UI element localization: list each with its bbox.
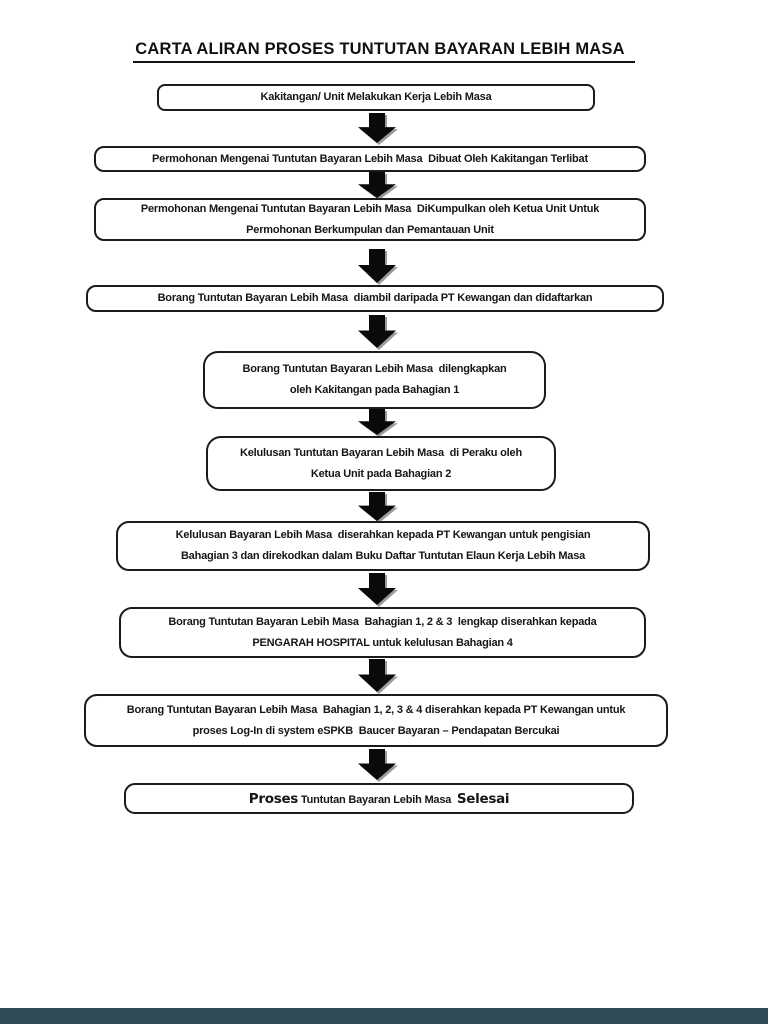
flow-step-4-text: Borang Tuntutan Bayaran Lebih Masa diamb…	[157, 292, 593, 304]
flow-step-10-text-tail: Selesai	[456, 790, 510, 807]
down-arrow-icon	[358, 492, 396, 521]
flow-step-2: Permohonan Mengenai Tuntutan Bayaran Leb…	[94, 146, 646, 172]
flow-step-8: Borang Tuntutan Bayaran Lebih Masa Bahag…	[119, 607, 646, 658]
flow-step-7-text-line1: Kelulusan Bayaran Lebih Masa diserahkan …	[175, 529, 591, 541]
flow-step-1: Kakitangan/ Unit Melakukan Kerja Lebih M…	[157, 84, 595, 111]
flow-step-8-text-line2: PENGARAH HOSPITAL untuk kelulusan Bahagi…	[252, 636, 513, 649]
flow-step-10-text-lead: Proses	[248, 790, 299, 807]
page-title-text: CARTA ALIRAN PROSES TUNTUTAN BAYARAN LEB…	[133, 40, 635, 63]
flow-step-6: Kelulusan Tuntutan Bayaran Lebih Masa di…	[206, 436, 556, 491]
flow-step-7: Kelulusan Bayaran Lebih Masa diserahkan …	[116, 521, 650, 571]
flow-step-10-text: Proses Tuntutan Bayaran Lebih Masa Seles…	[248, 790, 510, 807]
down-arrow-icon	[358, 659, 396, 692]
flow-step-5-text-line2: oleh Kakitangan pada Bahagian 1	[289, 384, 460, 396]
flow-step-7-text-line2: Bahagian 3 dan direkodkan dalam Buku Daf…	[180, 550, 586, 562]
flow-step-3: Permohonan Mengenai Tuntutan Bayaran Leb…	[94, 198, 646, 241]
viewer-bottom-bar	[0, 1008, 768, 1024]
flow-step-2-text: Permohonan Mengenai Tuntutan Bayaran Leb…	[152, 152, 588, 165]
down-arrow-icon	[358, 749, 396, 780]
flow-step-1-text: Kakitangan/ Unit Melakukan Kerja Lebih M…	[260, 91, 492, 103]
flow-step-6-text-line2: Ketua Unit pada Bahagian 2	[310, 467, 452, 480]
down-arrow-icon	[358, 315, 396, 348]
down-arrow-icon	[358, 172, 396, 198]
flow-step-4: Borang Tuntutan Bayaran Lebih Masa diamb…	[86, 285, 664, 312]
flow-step-3-text-line2: Permohonan Berkumpulan dan Pemantauan Un…	[246, 223, 494, 236]
flow-step-10: Proses Tuntutan Bayaran Lebih Masa Seles…	[124, 783, 634, 814]
flow-step-5-text-line1: Borang Tuntutan Bayaran Lebih Masa dilen…	[242, 363, 507, 375]
flow-step-6-text-line1: Kelulusan Tuntutan Bayaran Lebih Masa di…	[240, 446, 522, 459]
flow-step-10-text-middle: Tuntutan Bayaran Lebih Masa	[298, 793, 457, 806]
down-arrow-icon	[358, 409, 396, 435]
flow-step-5: Borang Tuntutan Bayaran Lebih Masa dilen…	[203, 351, 546, 409]
flow-step-9-text-line1: Borang Tuntutan Bayaran Lebih Masa Bahag…	[126, 703, 626, 716]
down-arrow-icon	[358, 573, 396, 605]
flow-step-3-text-line1: Permohonan Mengenai Tuntutan Bayaran Leb…	[140, 202, 600, 215]
page-title: CARTA ALIRAN PROSES TUNTUTAN BAYARAN LEB…	[0, 40, 768, 63]
flow-step-9-text-line2: proses Log-In di system eSPKB Baucer Bay…	[192, 724, 560, 737]
flow-step-9: Borang Tuntutan Bayaran Lebih Masa Bahag…	[84, 694, 668, 747]
flow-step-8-text-line1: Borang Tuntutan Bayaran Lebih Masa Bahag…	[168, 615, 597, 628]
down-arrow-icon	[358, 113, 396, 143]
down-arrow-icon	[358, 249, 396, 283]
